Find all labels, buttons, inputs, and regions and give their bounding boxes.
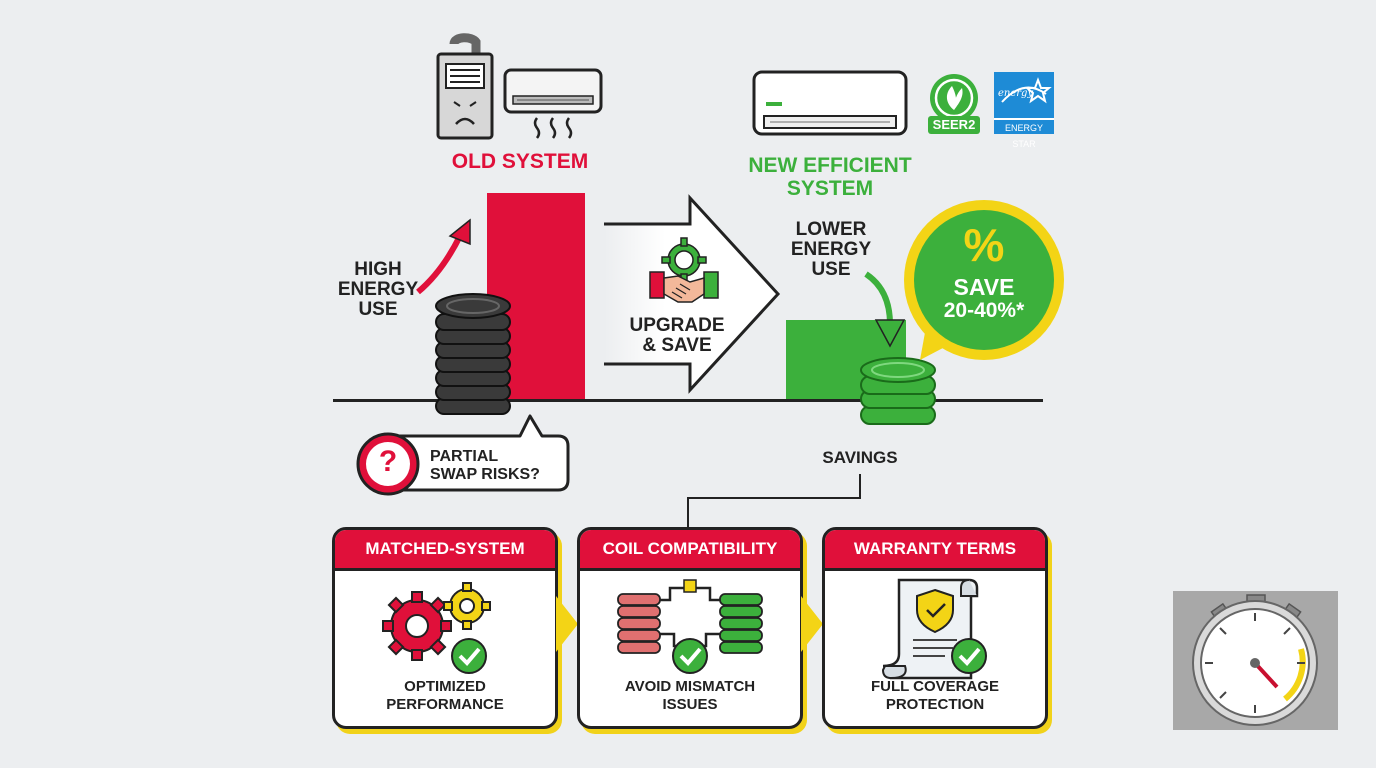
card-arrow-2 <box>801 596 823 652</box>
old-furnace-icon <box>436 33 494 140</box>
new-ac-unit-icon <box>752 70 908 136</box>
stopwatch-gauge-icon <box>1192 594 1318 726</box>
risk-bubble-shape <box>356 414 570 496</box>
question-mark-icon: ? <box>378 445 398 478</box>
old-ac-unit-icon <box>503 68 603 139</box>
energy-star-script: energy <box>998 88 1034 99</box>
card-coil-compatibility: COIL COMPATIBILITY AVOID MISMATCH ISSUES <box>577 527 803 729</box>
card-title: MATCHED-SYSTEM <box>335 530 555 571</box>
card-caption: OPTIMIZED PERFORMANCE <box>386 678 504 713</box>
card-title: WARRANTY TERMS <box>825 530 1045 571</box>
lower-energy-label: LOWER ENERGY USE <box>790 219 872 280</box>
save-label: SAVE <box>953 274 1015 300</box>
energy-star-icon <box>1001 77 1052 104</box>
card-arrow-1 <box>556 596 578 652</box>
old-system-title: OLD SYSTEM <box>451 150 589 173</box>
down-arrow-icon <box>864 271 906 348</box>
green-coin-stack-icon <box>860 357 936 425</box>
upgrade-label: UPGRADE & SAVE <box>629 315 725 356</box>
savings-connector <box>687 474 861 528</box>
gauge-thumbnail <box>1173 591 1338 730</box>
gears-check-icon <box>382 582 491 674</box>
baseline <box>333 399 1043 402</box>
save-badge-shape <box>904 200 1064 360</box>
coils-check-icon <box>617 579 763 674</box>
save-percent-symbol: % <box>963 219 1005 271</box>
risk-bubble-text: PARTIAL SWAP RISKS? <box>430 448 540 483</box>
card-caption: FULL COVERAGE PROTECTION <box>870 678 1000 713</box>
energy-star-label: ENERGY STAR <box>994 118 1054 149</box>
handshake-gear-icon <box>649 237 719 303</box>
card-warranty-terms: WARRANTY TERMS FULL COVERAGE PROTECTION <box>822 527 1048 729</box>
card-title: COIL COMPATIBILITY <box>580 530 800 571</box>
savings-label: SAVINGS <box>822 448 898 467</box>
up-arrow-icon <box>416 218 471 295</box>
seer2-badge: SEER2 <box>926 72 982 134</box>
card-matched-system: MATCHED-SYSTEM OPTIMIZED PERFORMANCE <box>332 527 558 729</box>
card-caption: AVOID MISMATCH ISSUES <box>624 678 756 713</box>
energy-star-badge: energy ENERGY STAR <box>994 72 1054 149</box>
dark-coin-stack-icon <box>435 293 511 415</box>
high-energy-label: HIGH ENERGY USE <box>337 259 419 320</box>
new-system-title: NEW EFFICIENT SYSTEM <box>748 154 912 200</box>
leaf-icon <box>928 74 980 134</box>
save-range-label: 20-40%* <box>943 299 1025 322</box>
seer2-label: SEER2 <box>932 117 976 132</box>
warranty-document-icon <box>881 578 987 680</box>
